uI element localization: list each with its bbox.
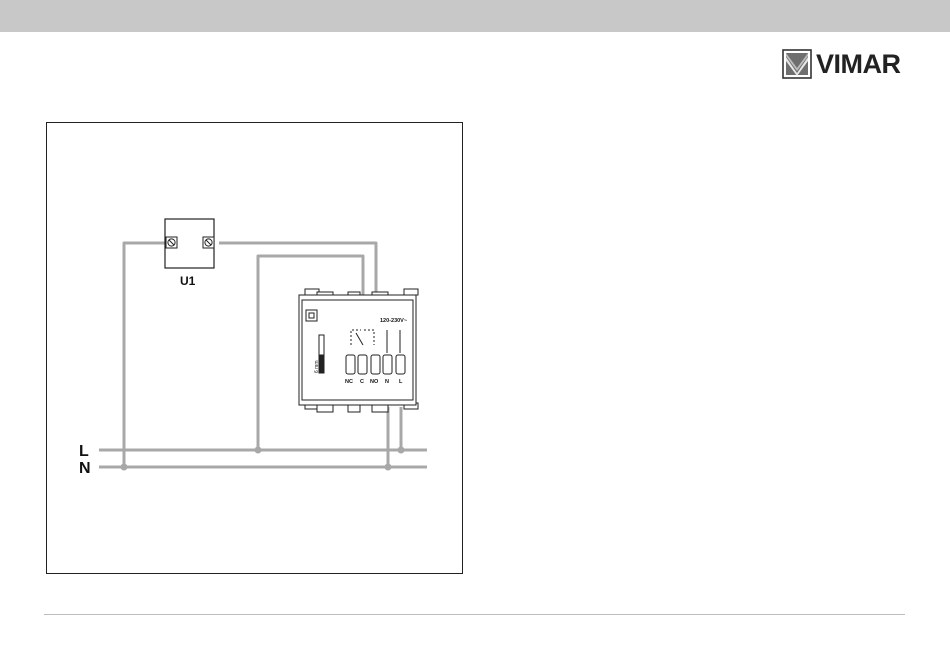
terminal-label-c: C (360, 379, 364, 385)
vimar-logo: VIMAR (782, 48, 901, 80)
junction-dot (255, 447, 262, 454)
neutral-line-label: N (79, 460, 91, 477)
terminal-c (358, 355, 367, 374)
terminal-l (396, 355, 405, 374)
terminal-no (371, 355, 380, 374)
live-line-label: L (79, 443, 89, 460)
terminal-label-n: N (385, 379, 389, 385)
wiring-diagram-frame: L N U1 (46, 122, 463, 574)
u1-box (165, 219, 214, 268)
junction-dot (385, 464, 392, 471)
device-module (299, 289, 418, 412)
wiring-diagram: L N U1 (47, 123, 462, 573)
terminal-nc (346, 355, 355, 374)
terminal-label-nc: NC (345, 379, 353, 385)
footer-divider (44, 614, 905, 615)
brand-name: VIMAR (816, 49, 901, 79)
vimar-logo-mark-icon (782, 49, 812, 79)
strip-length-label: 6 mm (314, 361, 320, 374)
terminal-n (383, 355, 392, 374)
u1-to-neutral-wire (124, 243, 165, 467)
voltage-label: 120-230V~ (380, 318, 407, 324)
terminal-label-no: NO (370, 379, 379, 385)
u1-label: U1 (180, 274, 196, 288)
junction-dot (121, 464, 128, 471)
junction-dot (398, 447, 405, 454)
header-bar (0, 0, 950, 32)
